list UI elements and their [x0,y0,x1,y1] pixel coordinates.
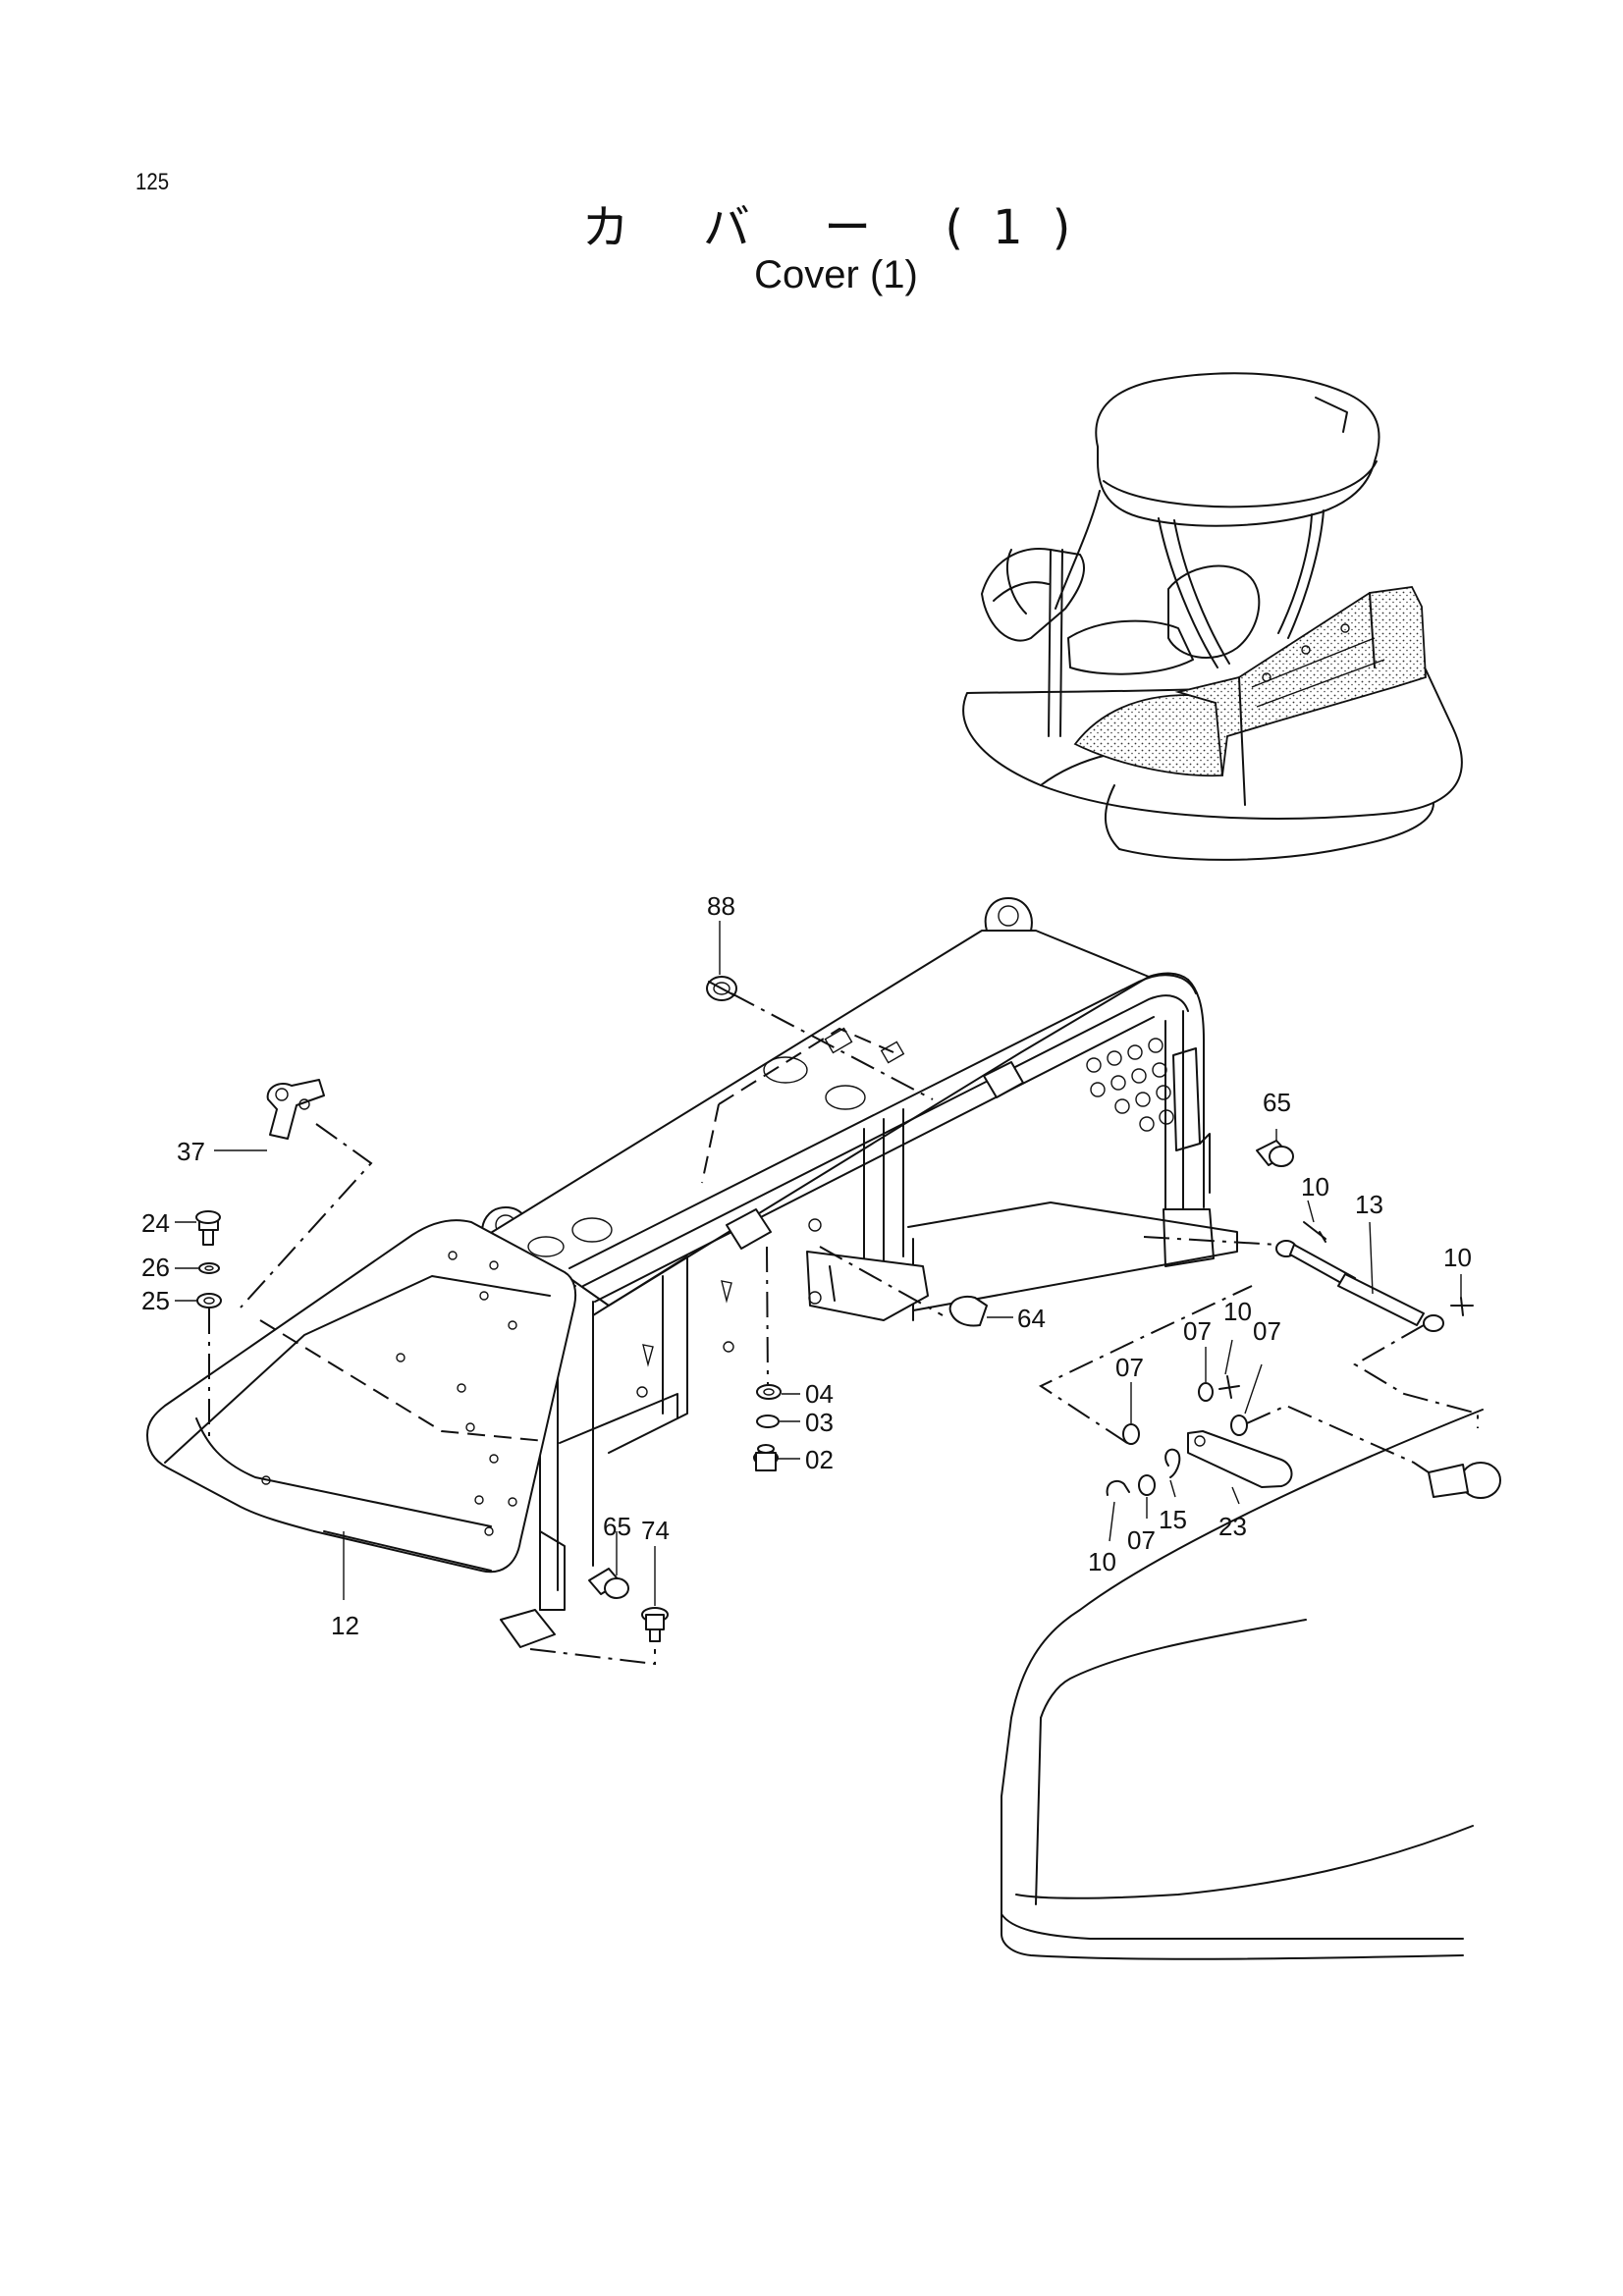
catch-37-icon [266,1079,325,1140]
lever-23-icon [1187,1430,1293,1488]
hood-panel [1001,1409,1484,1960]
bolt-65-lower-icon [588,1568,629,1599]
washer-07-d-icon [1138,1474,1156,1496]
callout-23: 23 [1218,1512,1247,1541]
frame-hole-grid [1086,1038,1174,1132]
callout-24: 24 [141,1208,170,1238]
pin-10-middle-icon [1218,1375,1240,1399]
washer-07-b-icon [1198,1382,1214,1402]
overview-illustration [962,372,1463,861]
callout-74: 74 [641,1516,670,1545]
callout-10-upper: 10 [1301,1172,1329,1201]
callout-15: 15 [1159,1505,1187,1534]
clip-64-icon [948,1295,988,1327]
washer-25-icon [196,1293,222,1308]
callout-07-c: 07 [1253,1316,1281,1346]
callout-10-lower: 10 [1088,1547,1116,1576]
spring-clip-15-icon [1164,1448,1181,1478]
pin-10-upper-icon [1303,1221,1326,1243]
callout-labels: 88 65 37 24 26 25 10 13 10 64 04 03 02 0… [141,891,1472,1640]
callout-10-right: 10 [1443,1243,1472,1272]
knob-icon [1428,1462,1501,1499]
callout-64: 64 [1017,1304,1046,1333]
callout-25: 25 [141,1286,170,1315]
callout-26: 26 [141,1253,170,1282]
page-title-english: Cover (1) [754,253,918,296]
small-parts [195,976,1501,1642]
bolt-74-icon [641,1607,669,1642]
callout-10-middle: 10 [1223,1297,1252,1326]
gas-spring-13-icon [1275,1240,1444,1332]
bolt-65-upper-icon [1256,1140,1294,1167]
callout-03: 03 [805,1408,834,1437]
callout-13: 13 [1355,1190,1383,1219]
washer-07-a-icon [1122,1423,1140,1445]
washer-07-c-icon [1230,1415,1248,1436]
pin-10-lower-icon [1106,1479,1130,1496]
lockwasher-26-icon [198,1262,220,1274]
bolt-02-icon [753,1444,779,1471]
grommet-88-icon [706,976,737,1001]
callout-07-b: 07 [1183,1316,1212,1346]
cover-assembly-drawing [146,897,1238,1648]
callout-07-a: 07 [1115,1353,1144,1382]
callout-07-d: 07 [1127,1525,1156,1555]
callout-65-lower: 65 [603,1512,631,1541]
callout-12: 12 [331,1611,359,1640]
callout-02: 02 [805,1445,834,1474]
callout-88: 88 [707,891,735,921]
callout-37: 37 [177,1137,205,1166]
bolt-24-icon [195,1210,221,1246]
washer-04-icon [756,1384,782,1400]
lockwasher-03-icon [756,1415,780,1428]
page-title-japanese: カ バ ー (1) [581,200,1101,255]
callout-65-upper: 65 [1263,1088,1291,1117]
page-number: 125 [135,169,170,195]
leader-lines [175,921,1479,1666]
pin-10-right-icon [1450,1297,1474,1316]
callout-04: 04 [805,1379,834,1409]
